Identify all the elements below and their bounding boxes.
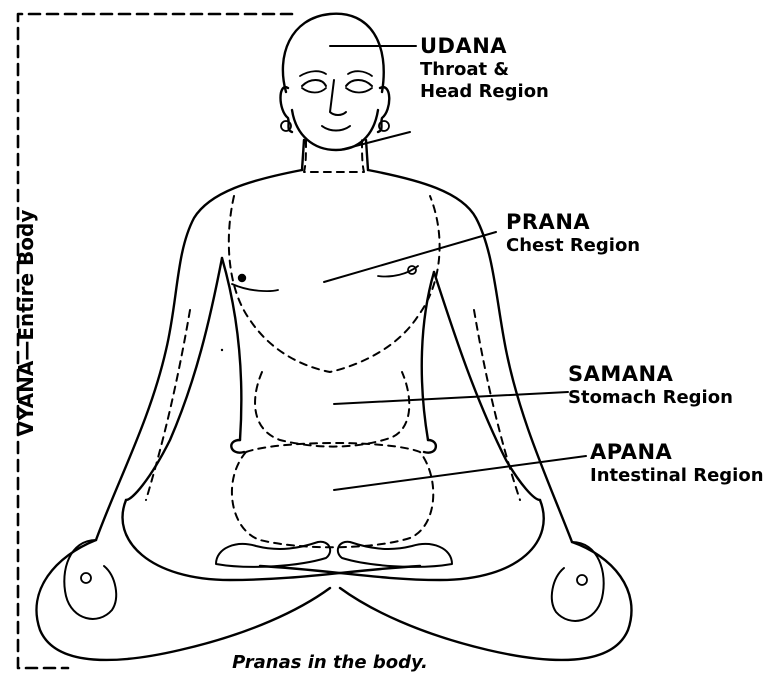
prana-leader xyxy=(324,232,496,282)
crossed-legs xyxy=(37,540,330,660)
figure-caption: Pranas in the body. xyxy=(0,652,660,673)
samana-region: Stomach Region xyxy=(568,387,733,409)
prana-region: Chest Region xyxy=(506,235,640,257)
prana-label: PRANA Chest Region xyxy=(506,210,640,257)
udana-throat-leader xyxy=(340,132,410,150)
udana-name: UDANA xyxy=(420,34,549,59)
samana-leader xyxy=(334,392,568,404)
vyana-label: VYANA—Entire Body xyxy=(14,210,38,437)
prana-name: PRANA xyxy=(506,210,640,235)
udana-region-line2: Head Region xyxy=(420,81,549,103)
apana-label: APANA Intestinal Region xyxy=(590,440,764,487)
udana-label: UDANA Throat & Head Region xyxy=(420,34,549,102)
apana-region: Intestinal Region xyxy=(590,465,764,487)
apana-name: APANA xyxy=(590,440,764,465)
samana-name: SAMANA xyxy=(568,362,733,387)
samana-label: SAMANA Stomach Region xyxy=(568,362,733,409)
udana-region-line1: Throat & xyxy=(420,59,549,81)
vyana-boundary xyxy=(18,14,292,668)
